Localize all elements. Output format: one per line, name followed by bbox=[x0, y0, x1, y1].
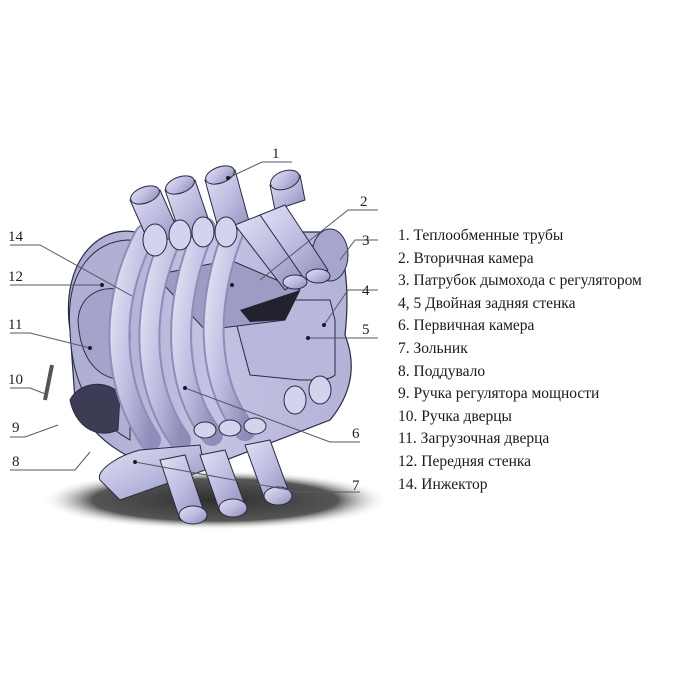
legend-item: 8. Поддувало bbox=[398, 362, 486, 380]
callout-5: 5 bbox=[362, 322, 370, 338]
legend-item: 4, 5 Двойная задняя стенка bbox=[398, 294, 576, 312]
callout-3: 3 bbox=[362, 233, 370, 249]
callout-9: 9 bbox=[12, 420, 20, 436]
legend-item: 11. Загрузочная дверца bbox=[398, 430, 550, 448]
legend-item: 9. Ручка регулятора мощности bbox=[398, 385, 600, 403]
callout-numbers: 1 2 3 4 5 6 7 8 9 10 11 12 14 bbox=[8, 146, 370, 494]
callout-10: 10 bbox=[8, 372, 23, 388]
callout-2: 2 bbox=[360, 194, 368, 210]
legend-item: 7. Зольник bbox=[398, 339, 468, 357]
legend-item: 1. Теплообменные трубы bbox=[398, 227, 564, 244]
legend-item: 14. Инжектор bbox=[398, 475, 488, 493]
heat-exchange-tubes bbox=[108, 217, 256, 451]
legend-item: 12. Передняя стенка bbox=[398, 452, 532, 470]
callout-8: 8 bbox=[12, 454, 20, 470]
callout-14: 14 bbox=[8, 229, 24, 245]
top-tubes bbox=[129, 165, 331, 291]
legend-item: 10. Ручка дверцы bbox=[398, 407, 512, 425]
leader-lines bbox=[10, 161, 378, 493]
callout-4: 4 bbox=[362, 283, 370, 299]
legend-item: 3. Патрубок дымохода с регулятором bbox=[398, 272, 642, 290]
legend-item: 6. Первичная камера bbox=[398, 317, 535, 335]
callout-12: 12 bbox=[8, 269, 23, 285]
legend: 1. Теплообменные трубы 2. Вторичная каме… bbox=[398, 225, 642, 496]
callout-1: 1 bbox=[272, 146, 280, 162]
legend-item: 2. Вторичная камера bbox=[398, 249, 534, 267]
bottom-tubes bbox=[98, 375, 332, 525]
callout-6: 6 bbox=[352, 426, 360, 442]
callout-7: 7 bbox=[352, 478, 360, 494]
callout-11: 11 bbox=[8, 317, 22, 333]
